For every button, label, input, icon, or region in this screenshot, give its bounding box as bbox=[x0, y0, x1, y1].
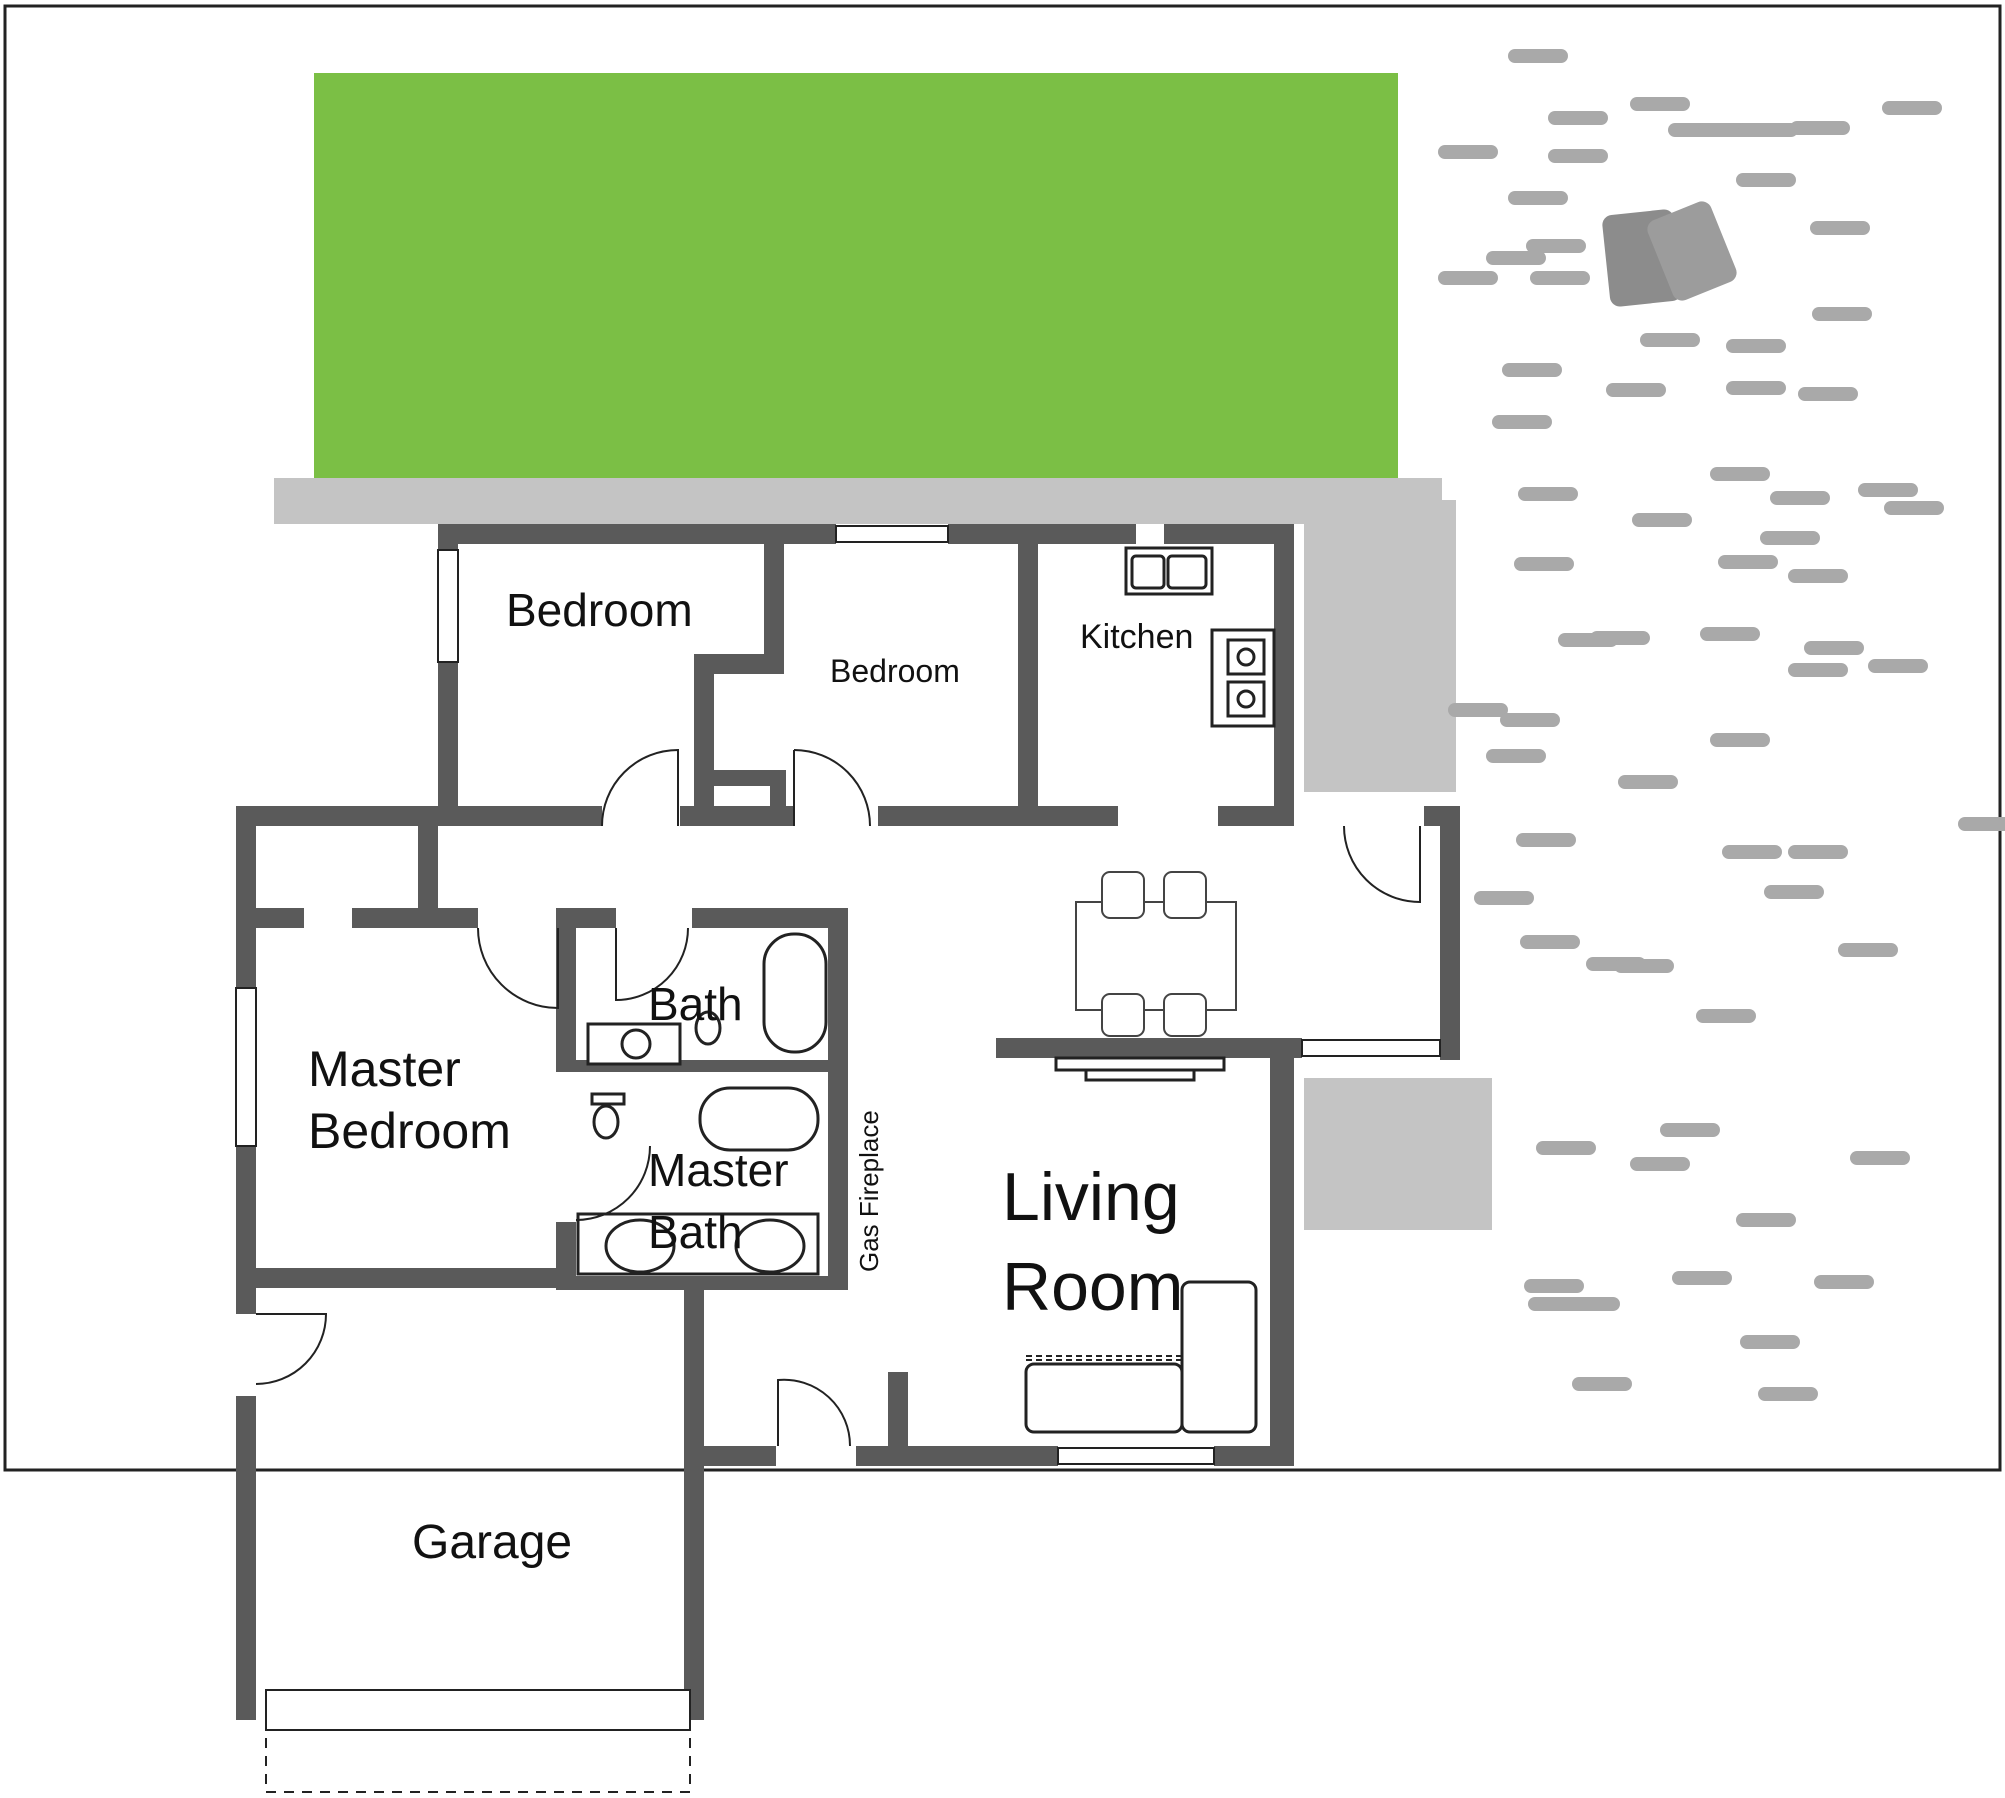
garage-door-swing bbox=[265, 1729, 691, 1793]
stepping-stone bbox=[1760, 531, 1820, 545]
stepping-stone bbox=[1474, 891, 1534, 905]
stove-icon bbox=[1210, 628, 1276, 728]
fireplace-label: Gas Fireplace bbox=[854, 1110, 884, 1272]
stepping-stone bbox=[1788, 663, 1848, 677]
stepping-stone bbox=[1438, 145, 1498, 159]
stepping-stone bbox=[1758, 1387, 1818, 1401]
stepping-stone bbox=[1726, 381, 1786, 395]
stepping-stone bbox=[1502, 363, 1562, 377]
doors bbox=[255, 748, 1421, 1447]
stepping-stone bbox=[1640, 333, 1700, 347]
stepping-stone bbox=[1572, 1377, 1632, 1391]
stepping-stone bbox=[1526, 239, 1586, 253]
stepping-stone bbox=[1814, 1275, 1874, 1289]
room-label-living-2: Room bbox=[1002, 1249, 1183, 1325]
room-label-bath: Bath bbox=[648, 978, 743, 1030]
room-label-master-bedroom-2: Bedroom bbox=[308, 1103, 511, 1159]
stepping-stone bbox=[1770, 491, 1830, 505]
stepping-stone bbox=[1660, 1123, 1720, 1137]
stepping-stone bbox=[1606, 383, 1666, 397]
stepping-stone bbox=[1536, 1141, 1596, 1155]
stepping-stone bbox=[1788, 569, 1848, 583]
stepping-stone bbox=[1630, 97, 1690, 111]
stepping-stone bbox=[1858, 483, 1918, 497]
stepping-stone bbox=[1524, 1279, 1584, 1293]
stepping-stone bbox=[1850, 1151, 1910, 1165]
stepping-stone bbox=[1614, 959, 1674, 973]
lawn-area bbox=[314, 73, 1398, 478]
room-label-master-bath-2: Bath bbox=[648, 1206, 743, 1258]
stepping-stone bbox=[1710, 467, 1770, 481]
stepping-stone bbox=[1530, 271, 1590, 285]
stepping-stone bbox=[1516, 833, 1576, 847]
stepping-stone bbox=[1738, 123, 1798, 137]
vanity-icon bbox=[576, 1022, 820, 1276]
room-label-living-1: Living bbox=[1002, 1159, 1180, 1235]
stepping-stone bbox=[1798, 387, 1858, 401]
patio bbox=[274, 478, 1492, 1230]
stepping-stone bbox=[1508, 191, 1568, 205]
property-boundary bbox=[3, 4, 2002, 1472]
stepping-stone bbox=[1700, 627, 1760, 641]
sofa-icon bbox=[1024, 1280, 1258, 1434]
stepping-stone bbox=[1696, 1009, 1756, 1023]
dining-table-icon bbox=[1075, 871, 1237, 1037]
stepping-stone bbox=[1740, 1335, 1800, 1349]
bathtub-icon bbox=[698, 932, 828, 1152]
stepping-stone bbox=[1508, 49, 1568, 63]
stepping-stone bbox=[1630, 1157, 1690, 1171]
stepping-stone bbox=[1672, 1271, 1732, 1285]
room-label-kitchen: Kitchen bbox=[1080, 618, 1193, 656]
stepping-stone bbox=[1788, 845, 1848, 859]
stepping-stone bbox=[1764, 885, 1824, 899]
room-label-bedroom-2: Bedroom bbox=[830, 653, 960, 689]
stepping-stones-icon bbox=[1438, 49, 2005, 1401]
stepping-stone bbox=[1492, 415, 1552, 429]
stepping-stone bbox=[1486, 749, 1546, 763]
stepping-stone bbox=[1518, 487, 1578, 501]
room-label-master-bedroom-1: Master bbox=[308, 1041, 461, 1097]
stepping-stone bbox=[1486, 251, 1546, 265]
sink-icon bbox=[1124, 546, 1214, 596]
stepping-stone bbox=[1722, 845, 1782, 859]
stepping-stone bbox=[1958, 817, 2005, 831]
stepping-stone bbox=[1558, 633, 1618, 647]
stepping-stone bbox=[1884, 501, 1944, 515]
room-label-garage: Garage bbox=[412, 1516, 572, 1569]
stepping-stone bbox=[1528, 1297, 1588, 1311]
windows bbox=[235, 525, 1441, 1465]
stepping-stone bbox=[1632, 513, 1692, 527]
shrub-icon bbox=[1602, 201, 1737, 307]
stepping-stone bbox=[1868, 659, 1928, 673]
room-label-master-bath-1: Master bbox=[648, 1144, 789, 1196]
stepping-stone bbox=[1736, 1213, 1796, 1227]
stepping-stone bbox=[1514, 557, 1574, 571]
stepping-stone bbox=[1838, 943, 1898, 957]
room-label-bedroom: Bedroom bbox=[506, 584, 693, 636]
stepping-stone bbox=[1790, 121, 1850, 135]
stepping-stone bbox=[1548, 149, 1608, 163]
stepping-stone bbox=[1618, 775, 1678, 789]
stepping-stone bbox=[1718, 555, 1778, 569]
stepping-stone bbox=[1448, 703, 1508, 717]
stepping-stone bbox=[1520, 935, 1580, 949]
fireplace-icon bbox=[1054, 1056, 1226, 1082]
stepping-stone bbox=[1726, 339, 1786, 353]
stepping-stone bbox=[1500, 713, 1560, 727]
stepping-stone bbox=[1736, 173, 1796, 187]
stepping-stone bbox=[1438, 271, 1498, 285]
stepping-stone bbox=[1710, 733, 1770, 747]
toilet-icon bbox=[590, 1010, 722, 1140]
stepping-stone bbox=[1548, 111, 1608, 125]
stepping-stone bbox=[1804, 641, 1864, 655]
stepping-stone bbox=[1812, 307, 1872, 321]
stepping-stone bbox=[1882, 101, 1942, 115]
stepping-stone bbox=[1810, 221, 1870, 235]
